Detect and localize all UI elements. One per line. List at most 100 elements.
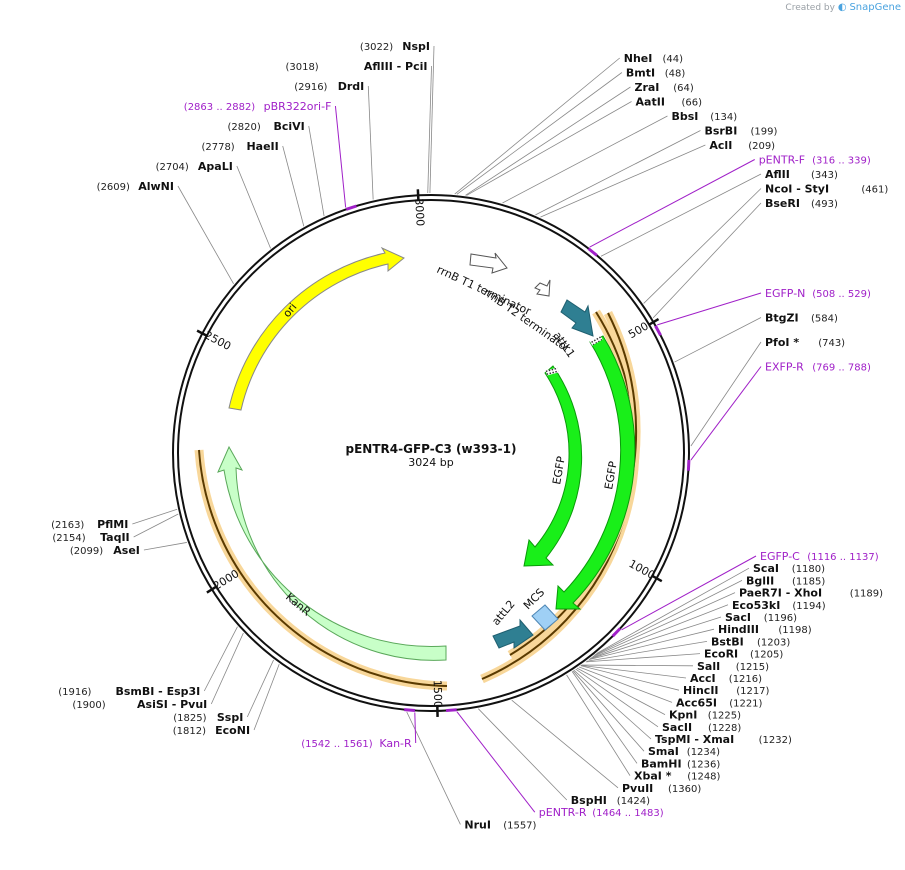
site-label-bcivi[interactable]: BciVI (2820) (227, 120, 325, 217)
site-label-bstbi[interactable]: BstBI(1203) (586, 635, 791, 662)
leader-line (454, 57, 620, 195)
leader-line (502, 115, 668, 204)
site-label-sali[interactable]: SalI(1215) (581, 660, 769, 673)
site-position: (3018) (285, 62, 318, 73)
site-position: (1116 .. 1137) (807, 552, 879, 563)
site-name: NheI (624, 52, 653, 65)
leader-line (236, 165, 271, 249)
site-label-bsphi[interactable]: BspHI(1424) (477, 708, 650, 807)
tick-mark (196, 329, 208, 337)
site-label-acc65i[interactable]: Acc65I(1221) (578, 666, 763, 709)
site-label-aatii[interactable]: AatII(66) (466, 96, 703, 196)
site-name: SspI (217, 711, 243, 724)
site-label-alwni[interactable]: AlwNI(2609) (97, 180, 234, 285)
site-label-econi[interactable]: EcoNI(1812) (173, 663, 280, 737)
site-name: BspHI (571, 794, 607, 807)
site-label-pflmi[interactable]: PflMI(2163) (51, 508, 178, 531)
site-label-bmti[interactable]: BmtI(48) (456, 67, 686, 195)
site-name: PvuII (622, 782, 653, 795)
site-label-ncoi-styi[interactable]: NcoI - StyI(461) (643, 183, 889, 304)
primer-label-kan-r[interactable]: Kan-R(1542 .. 1561) (301, 708, 417, 750)
primer-label-pentr-r[interactable]: pENTR-R(1464 .. 1483) (445, 708, 664, 819)
site-label-taqii[interactable]: TaqII(2154) (52, 513, 179, 544)
site-label-bglii[interactable]: BglII(1185) (594, 574, 825, 656)
site-label-asisi-pvui[interactable]: AsiSI - PvuI(1900) (72, 632, 244, 711)
leader-line (589, 159, 755, 248)
snapgene-logo-icon: ◐ (837, 2, 847, 13)
site-name: AccI (690, 672, 716, 685)
site-label-nrui[interactable]: NruI(1557) (406, 711, 537, 832)
site-label-eco53ki[interactable]: Eco53kI(1194) (590, 599, 826, 659)
site-label-tspmi-xmai[interactable]: TspMI - XmaI(1232) (573, 669, 792, 746)
site-label-bseri[interactable]: BseRI(493) (652, 197, 838, 319)
site-label-acci[interactable]: AccI (1216) (580, 664, 762, 685)
primer-label-pentr-f[interactable]: pENTR-F(316 .. 339) (587, 154, 871, 257)
snapgene-watermark: Created by ◐ SnapGene (785, 2, 901, 13)
leader-line (590, 604, 729, 659)
watermark-created-by: Created by (785, 3, 835, 13)
site-name: DrdI (338, 80, 365, 93)
site-name: Kan-R (379, 737, 412, 750)
site-label-afliii-pcii[interactable]: AflIII - PciI (3018) (285, 60, 432, 194)
site-label-acli[interactable]: AclI(209) (540, 139, 775, 218)
leader-line (334, 105, 347, 208)
site-name: SmaI (648, 745, 679, 758)
site-label-smai[interactable]: SmaI(1234) (572, 670, 720, 758)
feature-egfp-outer-arrow (555, 335, 636, 610)
site-name: BciVI (273, 120, 304, 133)
site-position: (48) (665, 69, 686, 80)
site-label-scai[interactable]: ScaI(1180) (596, 562, 825, 654)
site-name: NruI (464, 818, 491, 831)
site-label-btgzi[interactable]: BtgZI(584) (674, 312, 838, 363)
site-label-zrai[interactable]: ZraI(64) (465, 81, 694, 196)
leader-line (511, 699, 619, 789)
site-label-pfoi-[interactable]: PfoI *(743) (690, 336, 845, 447)
site-label-xbai-[interactable]: XbaI *(1248) (566, 674, 721, 783)
primer-label-exfp-r[interactable]: EXFP-R(769 .. 788) (686, 361, 871, 471)
site-name: HincII (683, 684, 719, 697)
site-label-haeii[interactable]: HaeII(2778) (201, 140, 305, 227)
site-name: Acc65I (676, 696, 717, 709)
primer-marker (345, 204, 357, 211)
site-name: ScaI (753, 562, 779, 575)
site-label-bsrbi[interactable]: BsrBI(199) (535, 125, 777, 216)
site-name: EGFP-C (760, 550, 800, 563)
site-label-nhei[interactable]: NheI (44) (454, 52, 684, 195)
leader-line (575, 668, 659, 728)
site-name: PaeR7I - XhoI (739, 587, 822, 600)
site-position: (1194) (792, 601, 825, 612)
site-label-pvuii[interactable]: PvuII(1360) (511, 699, 702, 795)
site-label-bbsi[interactable]: BbsI(134) (502, 110, 737, 204)
site-label-drdi[interactable]: DrdI(2916) (294, 80, 374, 200)
site-label-bsmbi-esp3i[interactable]: BsmBI - Esp3I(1916) (58, 626, 238, 698)
site-label-saci[interactable]: SacI(1196) (589, 611, 797, 660)
feature-rrnb-t2-arrow (534, 279, 551, 297)
site-name: EcoRI (704, 648, 738, 661)
primer-label-egfp-n[interactable]: EGFP-N(508 .. 529) (654, 287, 871, 337)
site-label-apali[interactable]: ApaLI(2704) (156, 160, 271, 249)
site-label-bamhi[interactable]: BamHI(1236) (571, 671, 720, 770)
site-label-sspi[interactable]: SspI(1825) (173, 659, 274, 724)
site-position: (44) (663, 54, 684, 65)
site-label-nspi[interactable]: NspI(3022) (360, 40, 435, 194)
leader-line (585, 653, 701, 663)
site-label-kpni[interactable]: KpnI(1225) (576, 667, 741, 722)
right-site-labels: NheI (44) BmtI(48)ZraI(64)AatII(66)BbsI(13… (406, 52, 889, 832)
site-name: AflIII - PciI (364, 60, 428, 73)
primer-label-egfp-c[interactable]: EGFP-C (1116 .. 1137) (611, 550, 879, 638)
primer-label-pbr322ori-f[interactable]: pBR322ori-F(2863 .. 2882) (184, 100, 357, 211)
site-label-sacii[interactable]: SacII(1228) (575, 668, 742, 734)
site-position: (2820) (227, 122, 260, 133)
site-name: SalI (697, 660, 720, 673)
leader-line (596, 567, 750, 654)
site-label-hindiii[interactable]: HindIII(1198) (588, 623, 812, 660)
site-label-hincii[interactable]: HincII(1217) (580, 665, 770, 698)
site-position: (1216) (729, 674, 762, 685)
site-label-ecori[interactable]: EcoRI(1205) (585, 648, 784, 663)
site-label-paer7i-xhoi[interactable]: PaeR7I - XhoI(1189) (592, 587, 883, 657)
leader-line (466, 101, 632, 196)
feature-egfp-inner-arrow (523, 365, 583, 567)
site-label-aflii[interactable]: AflII(343) (600, 168, 838, 257)
site-position: (66) (682, 98, 703, 109)
site-label-asei[interactable]: AseI(2099) (70, 542, 187, 557)
